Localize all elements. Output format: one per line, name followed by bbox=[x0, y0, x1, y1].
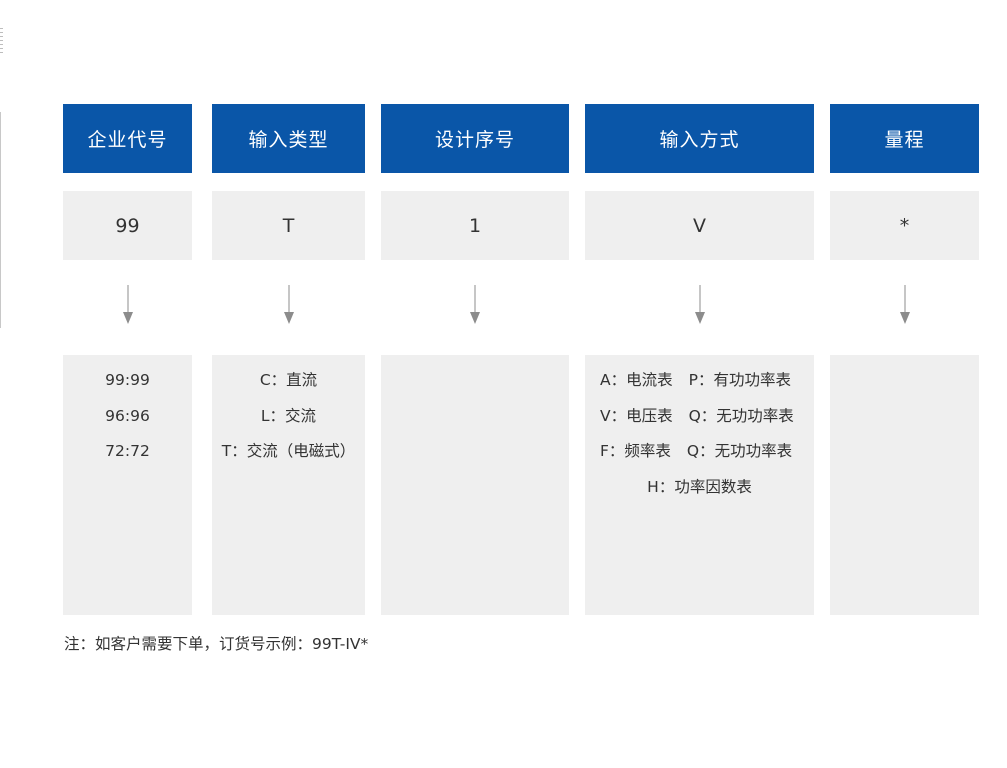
column-header: 量程 bbox=[830, 104, 979, 173]
option-item: C：直流 bbox=[259, 371, 318, 389]
option-item: Q：无功功率表 bbox=[688, 406, 794, 425]
column-range: 量程 * bbox=[830, 104, 979, 615]
column-header: 输入方式 bbox=[585, 104, 814, 173]
option-item: F：频率表 bbox=[600, 442, 671, 460]
down-arrow-icon bbox=[63, 260, 192, 355]
column-company-code: 企业代号 99 99:99 96:96 72:72 bbox=[63, 104, 192, 615]
down-arrow-icon bbox=[381, 260, 569, 355]
code-value: * bbox=[830, 191, 979, 260]
down-arrow-icon bbox=[830, 260, 979, 355]
option-item: A：电流表 bbox=[600, 371, 673, 389]
column-header: 企业代号 bbox=[63, 104, 192, 173]
code-value: 99 bbox=[63, 191, 192, 260]
code-value: V bbox=[585, 191, 814, 260]
option-item: L：交流 bbox=[260, 406, 317, 425]
column-header: 设计序号 bbox=[381, 104, 569, 173]
column-input-mode: 输入方式 V A：电流表 P：有功功率表 V：电压表 Q：无功功率表 F：频率表 Q：… bbox=[585, 104, 814, 615]
column-design-number: 设计序号 1 bbox=[381, 104, 569, 615]
down-arrow-icon bbox=[585, 260, 814, 355]
down-arrow-icon bbox=[212, 260, 365, 355]
option-row: F：频率表 Q：无功功率表 bbox=[600, 441, 814, 477]
edge-divider bbox=[0, 112, 1, 328]
option-item: H：功率因数表 bbox=[647, 477, 752, 496]
option-row: V：电压表 Q：无功功率表 bbox=[600, 406, 814, 442]
code-value: 1 bbox=[381, 191, 569, 260]
options-panel bbox=[830, 355, 979, 615]
option-item: 96:96 bbox=[105, 406, 150, 425]
options-panel: 99:99 96:96 72:72 bbox=[63, 355, 192, 615]
options-panel: C：直流 L：交流 T：交流（电磁式） bbox=[212, 355, 365, 615]
column-input-type: 输入类型 T C：直流 L：交流 T：交流（电磁式） bbox=[212, 104, 365, 615]
order-note: 注：如客户需要下单，订货号示例：99T-IV* bbox=[64, 635, 369, 653]
edge-decoration bbox=[0, 28, 3, 54]
column-header: 输入类型 bbox=[212, 104, 365, 173]
option-row: H：功率因数表 bbox=[585, 477, 814, 513]
option-item: P：有功功率表 bbox=[688, 371, 791, 389]
option-item: Q：无功功率表 bbox=[686, 442, 793, 460]
option-item: 72:72 bbox=[105, 442, 150, 460]
option-item: 99:99 bbox=[105, 371, 150, 389]
option-item: T：交流（电磁式） bbox=[221, 442, 356, 460]
options-panel bbox=[381, 355, 569, 615]
options-panel: A：电流表 P：有功功率表 V：电压表 Q：无功功率表 F：频率表 Q：无功功率表 H… bbox=[585, 355, 814, 615]
option-item: V：电压表 bbox=[600, 406, 673, 425]
code-value: T bbox=[212, 191, 365, 260]
option-row: A：电流表 P：有功功率表 bbox=[600, 370, 814, 406]
